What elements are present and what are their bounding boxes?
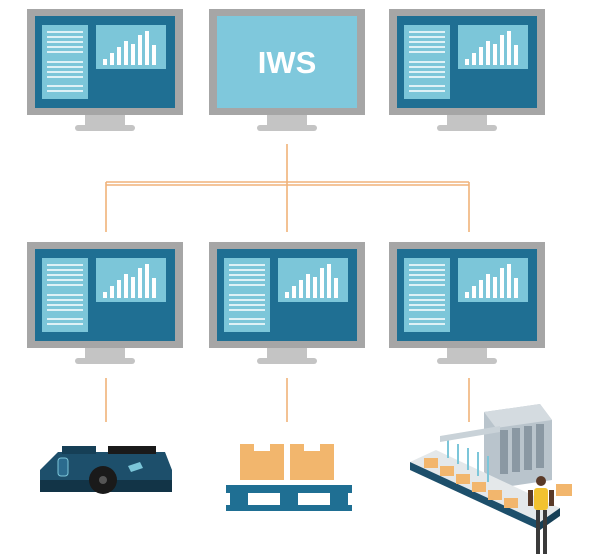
iws-monitor: IWS xyxy=(209,9,365,131)
pallet-boxes-icon xyxy=(226,444,352,511)
conveyor-station-icon xyxy=(410,404,572,554)
connector-lines xyxy=(105,144,470,422)
workstation-monitor-bottom-left xyxy=(26,241,184,365)
workstation-monitor-top-left xyxy=(26,8,184,132)
agv-robot-icon xyxy=(40,446,172,494)
workstation-monitor-top-right xyxy=(388,8,546,132)
iws-label: IWS xyxy=(258,45,317,80)
workstation-monitor-bottom-center xyxy=(208,241,366,365)
workstation-monitor-bottom-right xyxy=(388,241,546,365)
worker-figure xyxy=(528,476,554,554)
